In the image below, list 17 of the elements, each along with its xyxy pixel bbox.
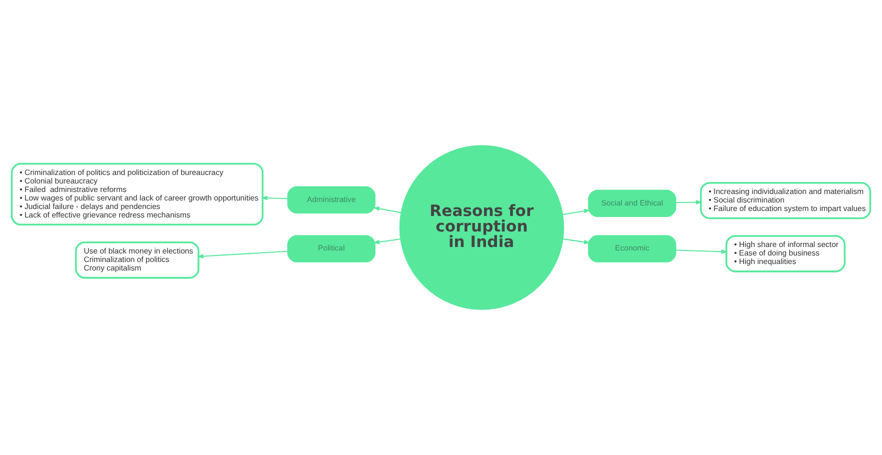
node-box: Economic — [588, 235, 676, 262]
node-box: Use of black money in elections Criminalization of politics Crony capitalism — [75, 242, 200, 279]
node-box: Social and Ethical — [588, 190, 676, 218]
arrow — [675, 200, 702, 204]
arrow — [373, 238, 401, 244]
arrow — [675, 249, 728, 254]
arrow — [373, 206, 402, 214]
arrow — [562, 238, 590, 244]
node-box: Political — [287, 235, 376, 262]
node-box: • Criminalization of politics and politicization of bureaucracy • Colonial bureaucracy • Failed administrative reforms • Low wages of public servant and lack of career growth opportunities • Judicial failure - delays and pendencies • Lack of effective grievance redress mechanisms — [10, 162, 264, 226]
arrow — [562, 208, 590, 216]
node-box: • High share of informal sector • Ease of doing business • High inequalities — [725, 235, 846, 272]
node-box: • Increasing individualization and materialism • Social discrimination • Failure of education system to impart values — [700, 182, 872, 220]
arrow — [197, 250, 288, 258]
node-box: Administrative — [287, 186, 376, 214]
arrow — [261, 196, 288, 200]
node-circle: Reasons for corruption in India — [399, 145, 564, 310]
